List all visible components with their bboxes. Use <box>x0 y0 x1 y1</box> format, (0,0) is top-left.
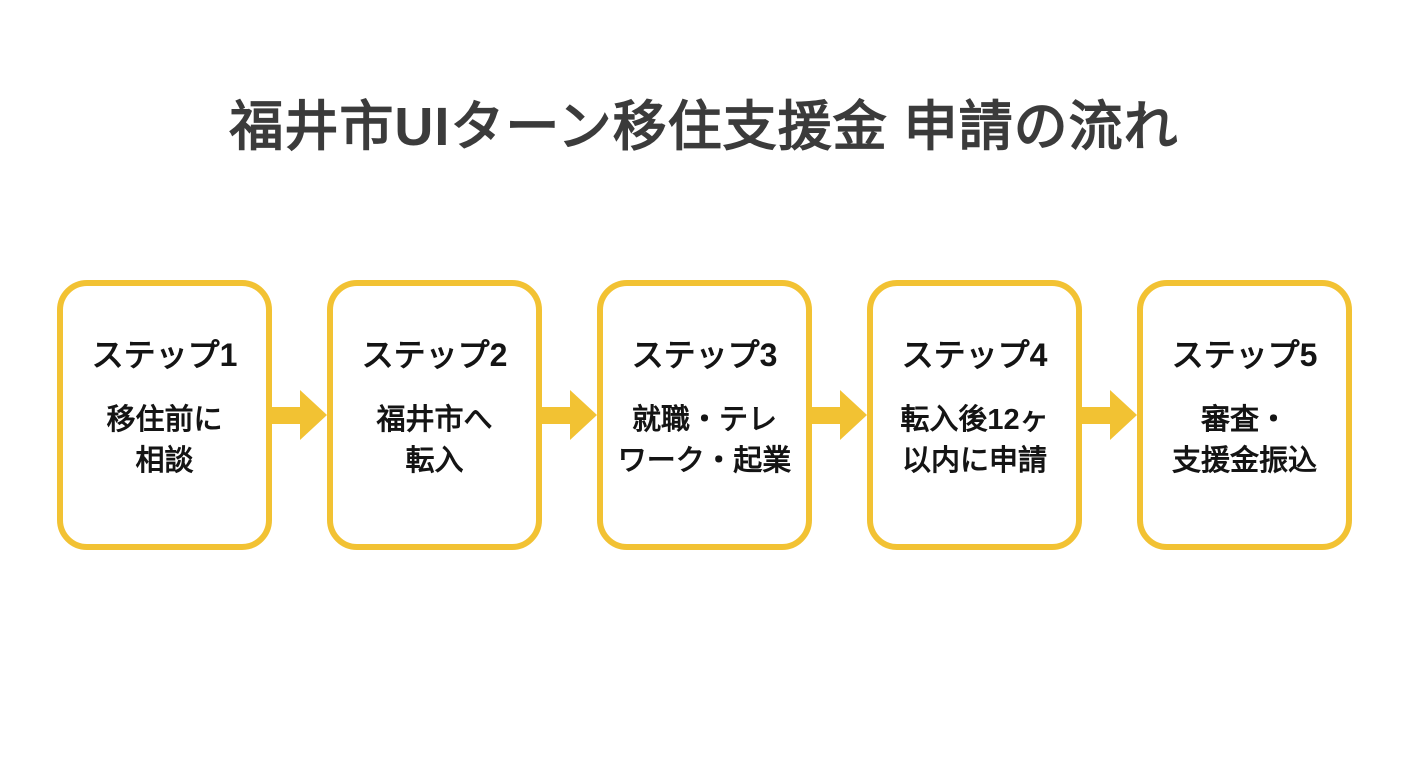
step-label: ステップ1 <box>91 337 238 374</box>
step-description-line2: 相談 <box>135 445 194 477</box>
step-description-line1: 審査・ <box>1200 404 1288 437</box>
step-description-line2: 転入 <box>405 445 464 477</box>
step-box-2: ステップ2 福井市へ 転入 <box>327 280 542 550</box>
step-description-line2: 支援金振込 <box>1171 445 1317 477</box>
arrow-head <box>300 390 327 440</box>
arrow-head <box>840 390 867 440</box>
step-description-line1: 移住前に <box>106 404 223 437</box>
step-description-line1: 就職・テレ <box>631 404 777 437</box>
step-description: 転入後12ヶ 以内に申請 <box>900 400 1048 481</box>
step-label: ステップ5 <box>1171 337 1318 374</box>
step-description: 移住前に 相談 <box>106 400 222 481</box>
arrow-right-icon <box>272 390 327 440</box>
step-description: 福井市へ 転入 <box>376 400 492 481</box>
arrow-shaft <box>1082 406 1110 424</box>
arrow-shaft <box>542 406 570 424</box>
flow-diagram: ステップ1 移住前に 相談 ステップ2 福井市へ 転入 ステップ3 就職・テレ … <box>57 280 1353 550</box>
step-label: ステップ3 <box>631 337 778 374</box>
arrow-right-icon <box>812 390 867 440</box>
arrow-head <box>1110 390 1137 440</box>
arrow-shaft <box>812 406 840 424</box>
step-description-line2: 以内に申請 <box>901 445 1047 477</box>
step-box-5: ステップ5 審査・ 支援金振込 <box>1137 280 1352 550</box>
step-description-line1: 転入後12ヶ <box>900 404 1049 437</box>
step-box-1: ステップ1 移住前に 相談 <box>57 280 272 550</box>
step-description-line1: 福井市へ <box>376 404 493 437</box>
step-label: ステップ2 <box>361 337 508 374</box>
step-box-3: ステップ3 就職・テレ ワーク・起業 <box>597 280 812 550</box>
arrow-shaft <box>272 406 300 424</box>
page-title: 福井市UIターン移住支援金 申請の流れ <box>229 97 1179 157</box>
step-description: 審査・ 支援金振込 <box>1172 400 1317 481</box>
step-description-line2: ワーク・起業 <box>617 445 792 477</box>
step-description: 就職・テレ ワーク・起業 <box>618 400 791 481</box>
step-label: ステップ4 <box>901 337 1048 374</box>
step-box-4: ステップ4 転入後12ヶ 以内に申請 <box>867 280 1082 550</box>
arrow-right-icon <box>542 390 597 440</box>
arrow-head <box>570 390 597 440</box>
arrow-right-icon <box>1082 390 1137 440</box>
